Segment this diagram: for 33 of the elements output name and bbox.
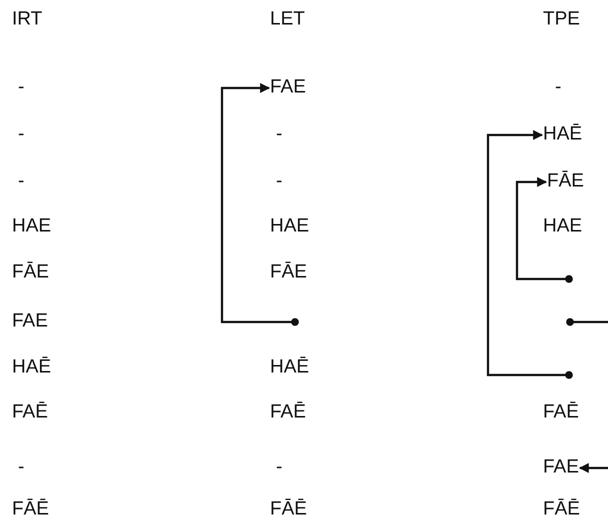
table-entry: FĀE [270, 262, 307, 284]
table-entry: FAĒ [270, 402, 306, 424]
table-entry: HAĒ [270, 358, 310, 378]
table-entry: FĀE [12, 262, 49, 284]
table-entry: FAE [12, 312, 48, 332]
table-entry: - [18, 124, 24, 146]
table-entry: FĀĒ [270, 500, 307, 520]
table-entry: HAE [270, 216, 310, 238]
table-entry: - [276, 172, 282, 192]
column-header: LET [270, 10, 305, 30]
table-entry: FAĒ [543, 402, 579, 424]
table-entry: HAĒ [12, 358, 52, 378]
table-entry: HAĒ [543, 124, 582, 146]
table-entry: - [555, 78, 562, 98]
table-entry: - [276, 458, 282, 478]
table-entry: FĀĒ [12, 500, 49, 520]
arrow [486, 130, 573, 379]
table-entry: FAĒ [12, 402, 48, 424]
table-entry: HAE [543, 216, 582, 238]
table-entry: FAE [270, 78, 306, 98]
arrow [516, 177, 573, 283]
table-entry: FĀE [547, 172, 584, 192]
column-header: IRT [12, 10, 42, 30]
table-entry: FĀĒ [543, 500, 580, 520]
arrow [220, 83, 299, 326]
table-entry: FAE [543, 458, 579, 478]
table-entry: - [18, 78, 24, 98]
table-entry: - [18, 172, 24, 192]
table-entry: - [18, 458, 24, 478]
arrow [578, 463, 608, 473]
table-entry: HAE [12, 216, 52, 238]
column-header: TPE [543, 10, 580, 30]
table-entry: - [276, 124, 282, 146]
